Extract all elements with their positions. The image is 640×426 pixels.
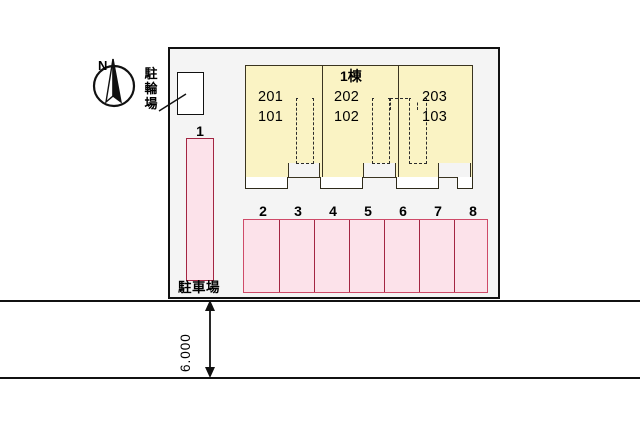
stall-separator-5-6 — [384, 220, 385, 292]
unit-label-102: 102 — [334, 109, 360, 125]
road-edge-north — [0, 300, 640, 302]
road-width-dimension-arrow — [205, 300, 215, 378]
stairwell-dashed-1 — [296, 98, 314, 164]
porch-unit-101 — [245, 177, 288, 189]
compass-north-icon — [92, 58, 136, 108]
unit-label-103: 103 — [422, 109, 448, 125]
stall-separator-7-8 — [454, 220, 455, 292]
parking-number-5: 5 — [364, 203, 372, 219]
porch-unit-102 — [320, 177, 363, 189]
unit-divider-2 — [398, 66, 399, 179]
entry-notch-3 — [438, 163, 471, 178]
bike-char-1: 駐 — [144, 66, 158, 81]
unit-label-101: 101 — [258, 109, 284, 125]
stall-separator-6-7 — [419, 220, 420, 292]
parking-number-6: 6 — [399, 203, 407, 219]
stall-separator-4-5 — [349, 220, 350, 292]
road-width-dimension-label: 6.000 — [178, 333, 193, 372]
entry-notch-2 — [363, 163, 396, 178]
stall-separator-2-3 — [279, 220, 280, 292]
porch-unit-103 — [396, 177, 439, 189]
unit-label-203: 203 — [422, 89, 448, 105]
bicycle-parking-label: 駐輪場 — [142, 66, 160, 111]
parking-number-4: 4 — [329, 203, 337, 219]
unit-divider-1 — [322, 66, 323, 179]
stairwell-mask-2 — [374, 96, 388, 102]
parking-number-8: 8 — [469, 203, 477, 219]
stairwell-dashed-3 — [409, 98, 427, 164]
parking-number-1: 1 — [196, 123, 204, 139]
parking-stall-row — [243, 219, 488, 293]
porch-edge-right — [457, 177, 473, 189]
parking-number-3: 3 — [294, 203, 302, 219]
bike-char-3: 場 — [144, 96, 158, 111]
unit-label-202: 202 — [334, 89, 360, 105]
parking-number-7: 7 — [434, 203, 442, 219]
parking-number-2: 2 — [259, 203, 267, 219]
stairwell-mask-1 — [298, 96, 312, 102]
road-edge-south — [0, 377, 640, 379]
bike-char-2: 輪 — [144, 81, 158, 96]
parking-stall-1 — [186, 138, 214, 281]
stairwell-dashed-link — [390, 98, 418, 110]
compass-north-label: N — [98, 58, 108, 73]
parking-lot-label: 駐車場 — [178, 280, 220, 295]
bicycle-parking-box — [177, 72, 204, 115]
stairwell-mask-3 — [411, 96, 425, 102]
stall-separator-3-4 — [314, 220, 315, 292]
unit-label-201: 201 — [258, 89, 284, 105]
stairwell-dashed-2 — [372, 98, 390, 164]
entry-notch-1 — [288, 163, 320, 178]
building-1-block — [245, 65, 473, 179]
building-title: 1棟 — [340, 68, 362, 84]
